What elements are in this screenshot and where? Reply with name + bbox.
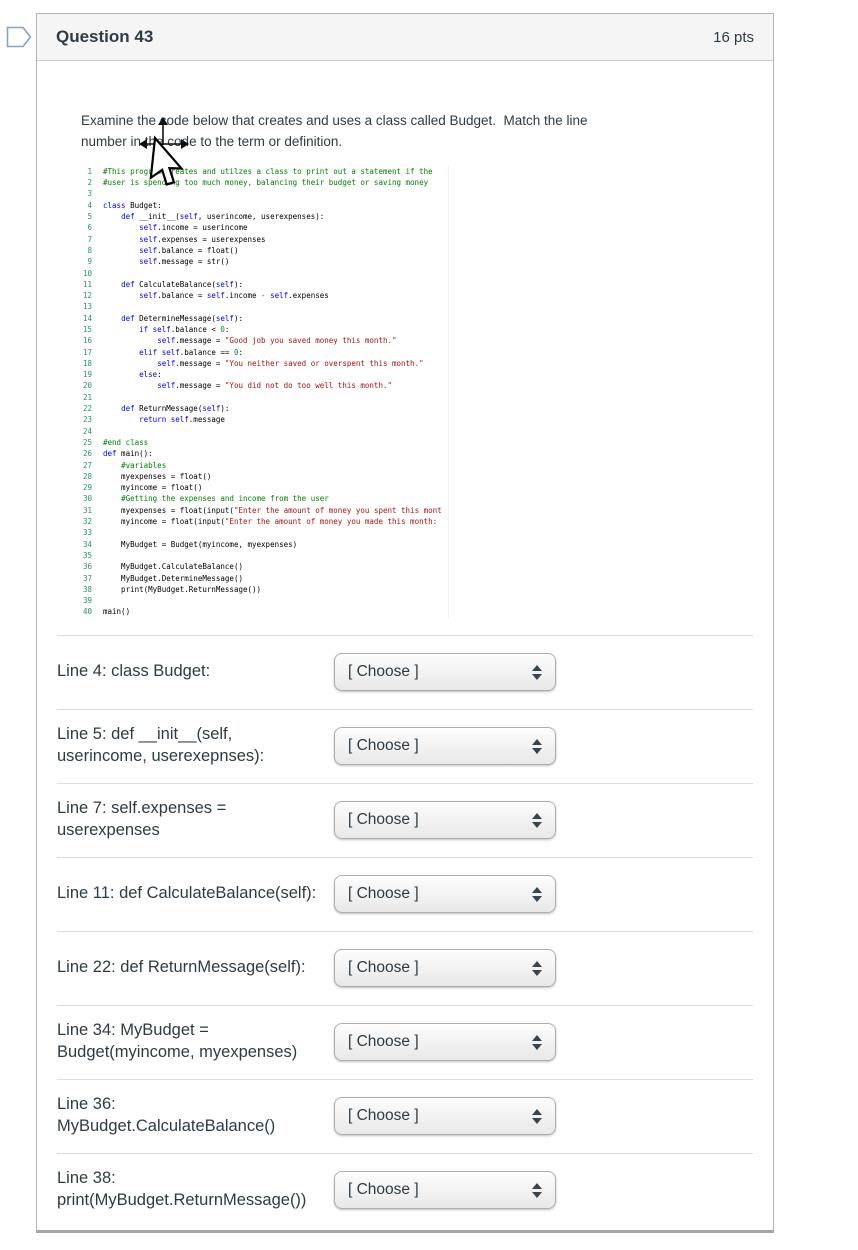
choose-dropdown-value: [ Choose ]	[348, 885, 419, 903]
code-line: 10	[82, 268, 92, 278]
code-line: 13	[82, 302, 92, 312]
code-line: 8 self.balance = float()	[87, 245, 239, 255]
match-label: Line 36: MyBudget.CalculateBalance()	[57, 1095, 276, 1136]
matching-row: Line 36: MyBudget.CalculateBalance() [ C…	[57, 1078, 753, 1153]
code-line: 17 elif self.balance == 0:	[82, 347, 243, 357]
code-line: 35	[82, 550, 92, 560]
matching-row: Line 7: self.expenses = userexpenses [ C…	[57, 782, 753, 857]
code-line: 23 return self.message	[82, 415, 225, 425]
code-line: 38 print(MyBudget.ReturnMessage())	[82, 584, 262, 594]
matching-row: Line 5: def __init__(self, userincome, u…	[57, 708, 753, 783]
code-line: 18 self.message = "You neither saved or …	[82, 358, 424, 368]
question-title: Question 43	[56, 27, 154, 46]
dropdown-arrows-icon	[532, 1182, 542, 1198]
code-line: 15 if self.balance < 0:	[82, 325, 230, 334]
code-line: 24	[82, 426, 92, 436]
code-line: 6 self.income = userincome	[87, 223, 248, 233]
code-line: 30 #Getting the expenses and income from…	[82, 494, 329, 504]
choose-dropdown[interactable]: [ Choose ]	[334, 801, 556, 840]
choose-dropdown-value: [ Choose ]	[348, 1181, 419, 1199]
question-points: 16 pts	[713, 28, 754, 46]
question-body: Examine the code below that creates and …	[37, 61, 773, 1227]
choose-dropdown[interactable]: [ Choose ]	[334, 727, 556, 766]
flag-question-icon[interactable]	[6, 26, 32, 53]
matching-row: Line 34: MyBudget = Budget(myincome, mye…	[57, 1004, 753, 1079]
code-line: 33	[82, 528, 92, 538]
choose-dropdown[interactable]: [ Choose ]	[334, 653, 556, 692]
choose-dropdown[interactable]: [ Choose ]	[334, 875, 556, 914]
matching-answers: Line 4: class Budget: [ Choose ] Line 5:…	[57, 634, 753, 1227]
code-line: 29 myincome = float()	[82, 483, 203, 493]
code-line: 28 myexpenses = float()	[82, 471, 212, 481]
matching-row: Line 4: class Budget: [ Choose ]	[57, 634, 753, 709]
code-image: 1#This program creates and utilzes a cla…	[81, 165, 449, 618]
choose-dropdown-value: [ Choose ]	[348, 737, 419, 755]
match-label: Line 5: def __init__(self, userincome, u…	[57, 725, 265, 766]
matching-row: Line 22: def ReturnMessage(self): [ Choo…	[57, 930, 753, 1005]
matching-row: Line 11: def CalculateBalance(self): [ C…	[57, 856, 753, 931]
code-line: 34 MyBudget = Budget(myincome, myexpense…	[82, 539, 298, 549]
choose-dropdown[interactable]: [ Choose ]	[334, 1097, 556, 1136]
code-line: 1#This program creates and utilzes a cla…	[87, 166, 433, 176]
match-label: Line 7: self.expenses = userexpenses	[57, 799, 227, 840]
code-line: 32 myincome = float(input("Enter the amo…	[82, 517, 438, 527]
choose-dropdown[interactable]: [ Choose ]	[334, 949, 556, 988]
choose-dropdown-value: [ Choose ]	[348, 959, 419, 977]
code-line: 39	[82, 596, 92, 606]
code-line: 9 self.message = str()	[87, 257, 230, 267]
code-line: 12 self.balance = self.income - self.exp…	[82, 291, 329, 301]
choose-dropdown-value: [ Choose ]	[348, 1107, 419, 1125]
match-label: Line 22: def ReturnMessage(self):	[57, 958, 306, 977]
code-line: 11 def CalculateBalance(self):	[82, 279, 243, 289]
dropdown-arrows-icon	[532, 960, 542, 976]
dropdown-arrows-icon	[532, 1108, 542, 1124]
code-line: 36 MyBudget.CalculateBalance()	[82, 562, 243, 572]
code-line: 2#user is spending too much money, balan…	[87, 178, 429, 188]
code-line: 14 def DetermineMessage(self):	[82, 313, 243, 323]
choose-dropdown-value: [ Choose ]	[348, 811, 419, 829]
question-instructions: Examine the code below that creates and …	[81, 113, 588, 149]
dropdown-arrows-icon	[532, 664, 542, 680]
code-line: 22 def ReturnMessage(self):	[82, 404, 230, 414]
match-label: Line 38: print(MyBudget.ReturnMessage())	[57, 1169, 307, 1210]
code-line: 31 myexpenses = float(input("Enter the a…	[82, 505, 442, 515]
code-line: 16 self.message = "Good job you saved mo…	[82, 336, 397, 346]
code-line: 19 else:	[82, 370, 162, 380]
code-line: 3	[87, 189, 92, 199]
choose-dropdown[interactable]: [ Choose ]	[334, 1023, 556, 1062]
match-label: Line 11: def CalculateBalance(self):	[57, 884, 317, 903]
code-line: 5 def __init__(self, userincome, userexp…	[87, 212, 325, 222]
choose-dropdown[interactable]: [ Choose ]	[334, 1171, 556, 1210]
dropdown-arrows-icon	[532, 886, 542, 902]
dropdown-arrows-icon	[532, 812, 542, 828]
question-card: Question 43 16 pts Examine the code belo…	[36, 13, 774, 1233]
matching-row: Line 38: print(MyBudget.ReturnMessage())…	[57, 1152, 753, 1227]
match-label: Line 4: class Budget:	[57, 662, 211, 681]
match-label: Line 34: MyBudget = Budget(myincome, mye…	[57, 1021, 298, 1062]
code-line: 21	[82, 392, 92, 402]
code-line: 37 MyBudget.DetermineMessage()	[82, 573, 243, 583]
choose-dropdown-value: [ Choose ]	[348, 1033, 419, 1051]
dropdown-arrows-icon	[532, 738, 542, 754]
choose-dropdown-value: [ Choose ]	[348, 663, 419, 681]
code-line: 7 self.expenses = userexpenses	[87, 234, 266, 244]
dropdown-arrows-icon	[532, 1034, 542, 1050]
question-header: Question 43 16 pts	[37, 14, 773, 61]
code-line: 20 self.message = "You did not do too we…	[82, 381, 392, 391]
code-line: 25#end class	[82, 437, 149, 447]
code-line: 27 #variables	[82, 460, 167, 470]
